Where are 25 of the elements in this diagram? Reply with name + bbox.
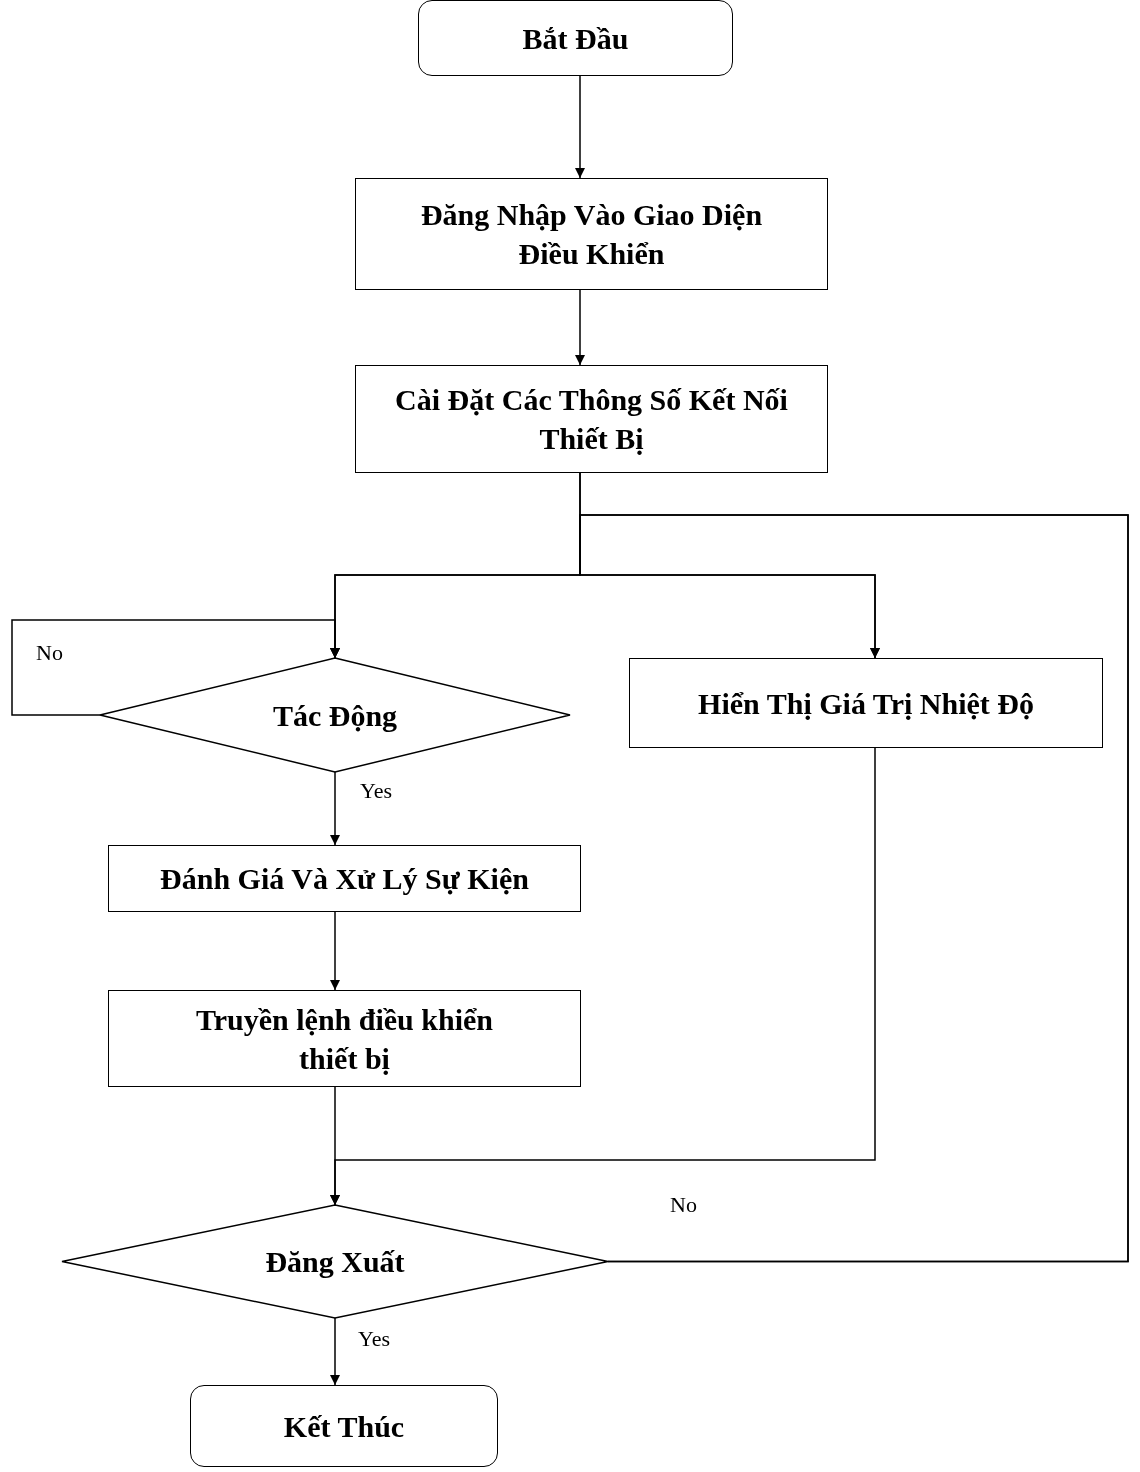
terminal-box bbox=[418, 0, 733, 76]
terminal-box bbox=[190, 1385, 498, 1467]
process-box bbox=[108, 990, 581, 1087]
arrow bbox=[579, 514, 1129, 1263]
decision-diamond bbox=[100, 658, 570, 772]
node-label: Kết Thúc bbox=[283, 1408, 405, 1445]
node-label: Bắt Đầu bbox=[522, 20, 629, 57]
node-label: Tác Động bbox=[272, 697, 398, 734]
arrow bbox=[330, 1317, 340, 1386]
process-box bbox=[355, 365, 828, 473]
process-box bbox=[108, 845, 581, 912]
arrow bbox=[330, 911, 340, 991]
arrow bbox=[330, 747, 876, 1206]
node-label: Đánh Giá Và Xử Lý Sự Kiện bbox=[160, 861, 529, 897]
decision-diamond bbox=[62, 1205, 608, 1318]
node-label: Hiển Thị Giá Trị Nhiệt Độ bbox=[698, 685, 1034, 722]
arrow bbox=[575, 289, 585, 366]
process-box bbox=[629, 658, 1103, 748]
node-label: Cài Đặt Các Thông Số Kết Nối Thiết Bị bbox=[394, 382, 789, 457]
node-label: Đăng Xuất bbox=[265, 1244, 405, 1280]
node-label: Truyền lệnh điều khiển thiết bị bbox=[195, 1001, 494, 1077]
arrow bbox=[330, 771, 340, 846]
arrow bbox=[575, 75, 585, 179]
node-label: Đăng Nhập Vào Giao Diện Điều Khiển bbox=[419, 197, 764, 272]
process-box bbox=[355, 178, 828, 290]
